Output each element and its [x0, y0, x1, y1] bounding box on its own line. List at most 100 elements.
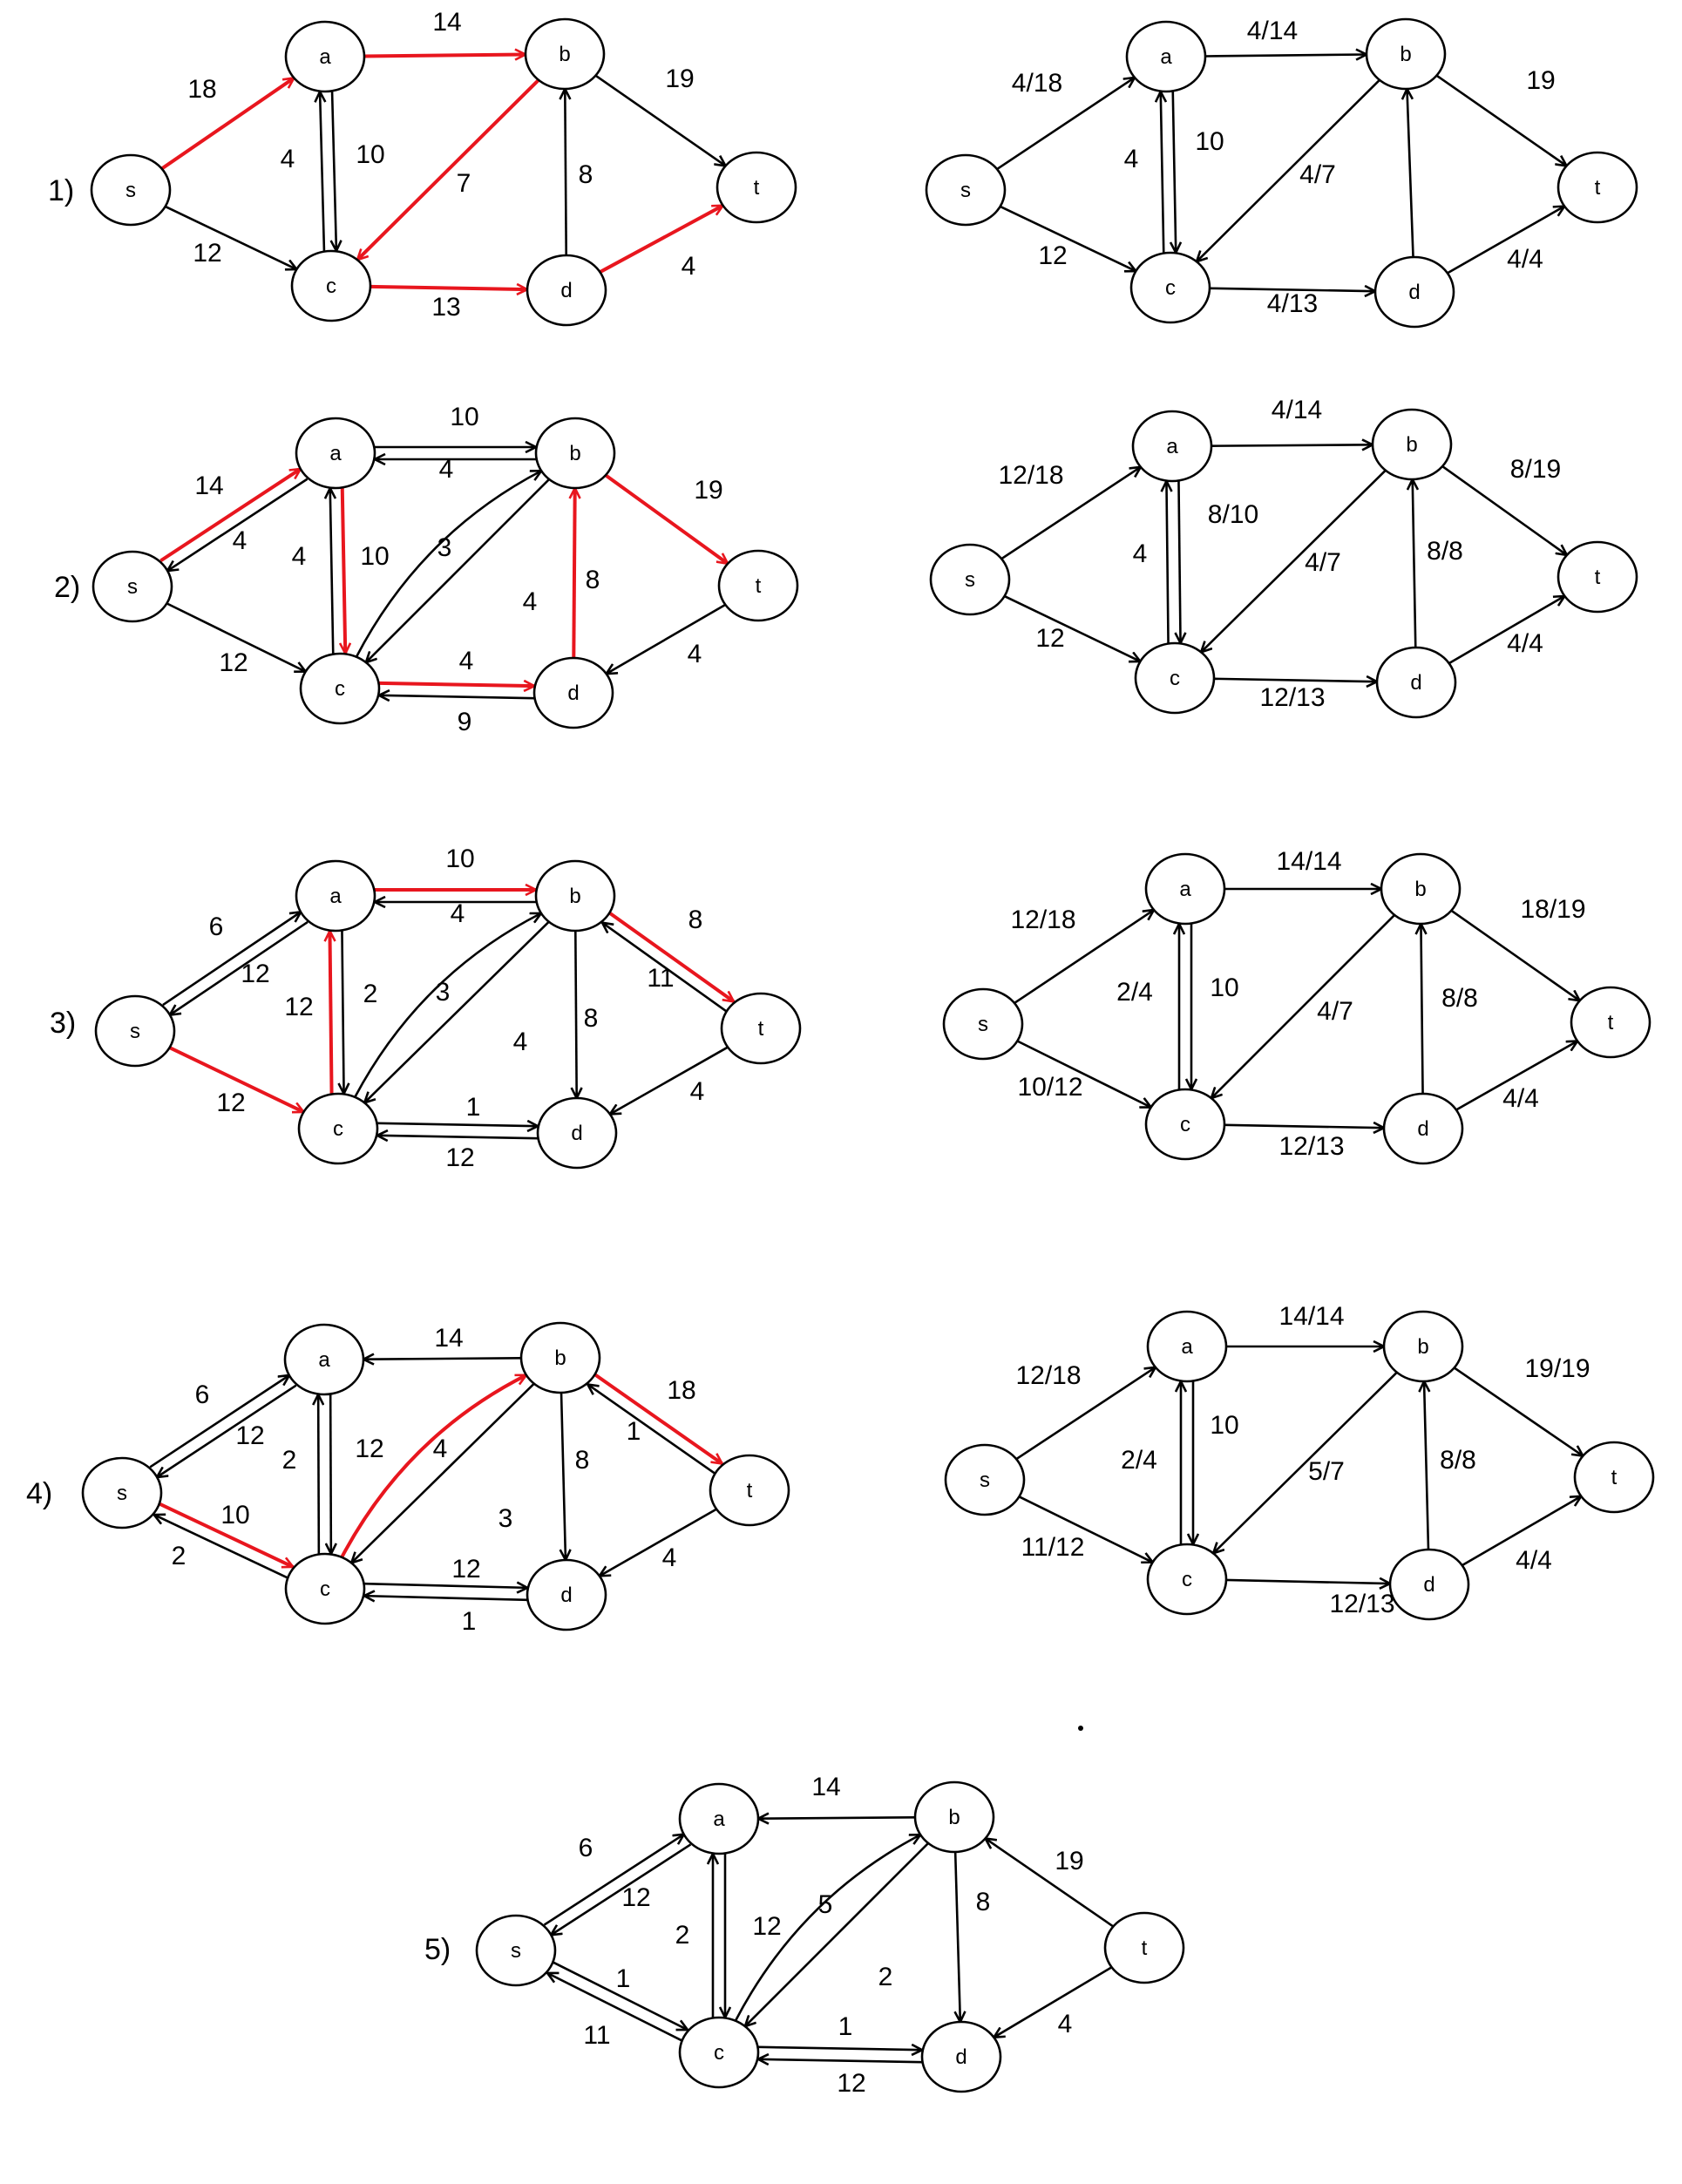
flow-graph-step-4: 12/1811/1214/142/4105/719/1912/138/84/4s…	[944, 1302, 1655, 1621]
edge-d-b	[1413, 479, 1416, 648]
edge-label-b-c: 4/7	[1299, 160, 1336, 189]
edge-label-c-a: 12	[284, 993, 313, 1021]
edge-b-t	[1435, 74, 1566, 166]
edge-label-c-d: 12/13	[1259, 683, 1325, 712]
edge-label-s-c: 2	[172, 1542, 187, 1570]
edge-t-d	[610, 1046, 729, 1115]
node-label-s: s	[127, 575, 138, 599]
node-label-d: d	[955, 2045, 966, 2069]
edge-label-b-c: 4	[433, 1435, 448, 1463]
edge-a-c	[330, 1394, 331, 1554]
edge-label-a-c: 12	[752, 1912, 781, 1941]
edge-label-a-b: 14/14	[1276, 847, 1341, 876]
node-label-t: t	[747, 1479, 753, 1502]
edge-label-b-d: 8	[976, 1888, 991, 1916]
node-c	[1144, 1088, 1226, 1161]
edge-label-t-b: 8	[688, 905, 703, 934]
edge-b-d	[955, 1851, 960, 2022]
node-c	[1146, 1543, 1228, 1616]
edge-c-d	[1224, 1125, 1384, 1128]
node-label-b: b	[569, 885, 580, 908]
edge-b-c	[745, 1841, 930, 2026]
edge-label-c-b: 3	[498, 1504, 513, 1533]
edge-label-s-a: 18	[187, 75, 216, 104]
step-label-1: 1)	[48, 174, 74, 207]
edge-a-c	[343, 487, 346, 654]
edge-b-t	[593, 1373, 722, 1463]
edge-label-t-d: 4	[690, 1077, 705, 1106]
edge-a-s	[167, 478, 309, 571]
edge-label-d-b: 8/8	[1427, 537, 1463, 566]
edge-c-d	[370, 287, 527, 289]
node-s	[92, 550, 173, 623]
node-s	[90, 153, 172, 227]
step-label-2: 2)	[54, 571, 80, 604]
node-b	[524, 17, 606, 91]
edge-label-c-d: 9	[458, 708, 472, 736]
edge-t-b	[602, 923, 728, 1013]
edge-c-a	[320, 92, 324, 252]
edge-label-a-s: 12	[621, 1883, 650, 1912]
edge-d-t	[1448, 596, 1565, 665]
edge-label-s-a: 12/18	[998, 461, 1063, 490]
node-label-d: d	[1417, 1117, 1428, 1141]
edge-b-c	[1197, 78, 1380, 261]
edge-b-c	[364, 920, 550, 1103]
edge-label-s-a: 6	[195, 1380, 210, 1409]
node-t	[1103, 1911, 1185, 1984]
edge-label-b-a: 14	[811, 1773, 840, 1801]
edge-s-c	[168, 1046, 304, 1114]
node-label-a: a	[1166, 435, 1178, 458]
edge-label-c-d: 1	[466, 1093, 481, 1122]
edge-a-b	[363, 54, 526, 56]
edge-b-a	[758, 1817, 916, 1818]
edge-label-c-a: 4	[1124, 145, 1139, 173]
edge-label-c-a: 2	[282, 1446, 297, 1475]
node-b	[913, 1780, 995, 1854]
edge-label-b-t: 18/19	[1520, 895, 1585, 924]
edge-label-a-b: 4/14	[1272, 396, 1322, 424]
node-a	[295, 417, 376, 490]
node-label-c: c	[714, 2041, 724, 2065]
node-label-b: b	[559, 43, 570, 66]
edge-label-c-d: 1	[462, 1607, 477, 1636]
edge-s-c	[1004, 594, 1141, 661]
edge-label-d-c: 4	[459, 647, 474, 675]
node-d	[1373, 255, 1455, 329]
edge-label-a-b: 10	[450, 403, 478, 431]
edge-label-b-t: 19	[665, 64, 694, 93]
node-t	[1557, 540, 1638, 614]
node-label-t: t	[758, 1017, 764, 1041]
edge-label-d-c: 12	[451, 1555, 480, 1584]
node-label-t: t	[1142, 1936, 1148, 1960]
edge-label-b-t: 19	[1526, 66, 1555, 95]
edge-c-a	[329, 931, 331, 1095]
edge-s-a	[162, 912, 301, 1007]
edge-c-a	[330, 488, 334, 655]
edge-label-d-b: 8	[579, 160, 593, 189]
edge-label-c-b: 2	[878, 1963, 893, 1991]
node-a	[283, 1323, 365, 1396]
edge-label-d-b: 8/8	[1440, 1446, 1476, 1475]
node-label-c: c	[335, 677, 345, 701]
node-b	[534, 859, 616, 933]
edge-label-a-b: 14	[432, 8, 461, 37]
node-d	[1382, 1092, 1464, 1165]
node-t	[1557, 151, 1638, 224]
edge-label-t-b: 19	[1055, 1847, 1083, 1875]
stray-dot	[1078, 1726, 1083, 1731]
edge-label-c-a: 4	[1133, 539, 1148, 568]
edge-label-a-c: 2	[363, 980, 378, 1008]
node-t	[717, 549, 799, 622]
node-label-d: d	[1408, 281, 1420, 304]
node-c	[299, 652, 381, 725]
edge-a-c	[1173, 91, 1176, 253]
edge-s-c	[166, 602, 305, 671]
edge-label-b-t: 19	[694, 476, 722, 505]
edge-d-c	[364, 1596, 527, 1600]
edge-b-c	[1201, 469, 1387, 653]
node-label-s: s	[978, 1013, 988, 1036]
edge-s-a	[1015, 1367, 1156, 1461]
